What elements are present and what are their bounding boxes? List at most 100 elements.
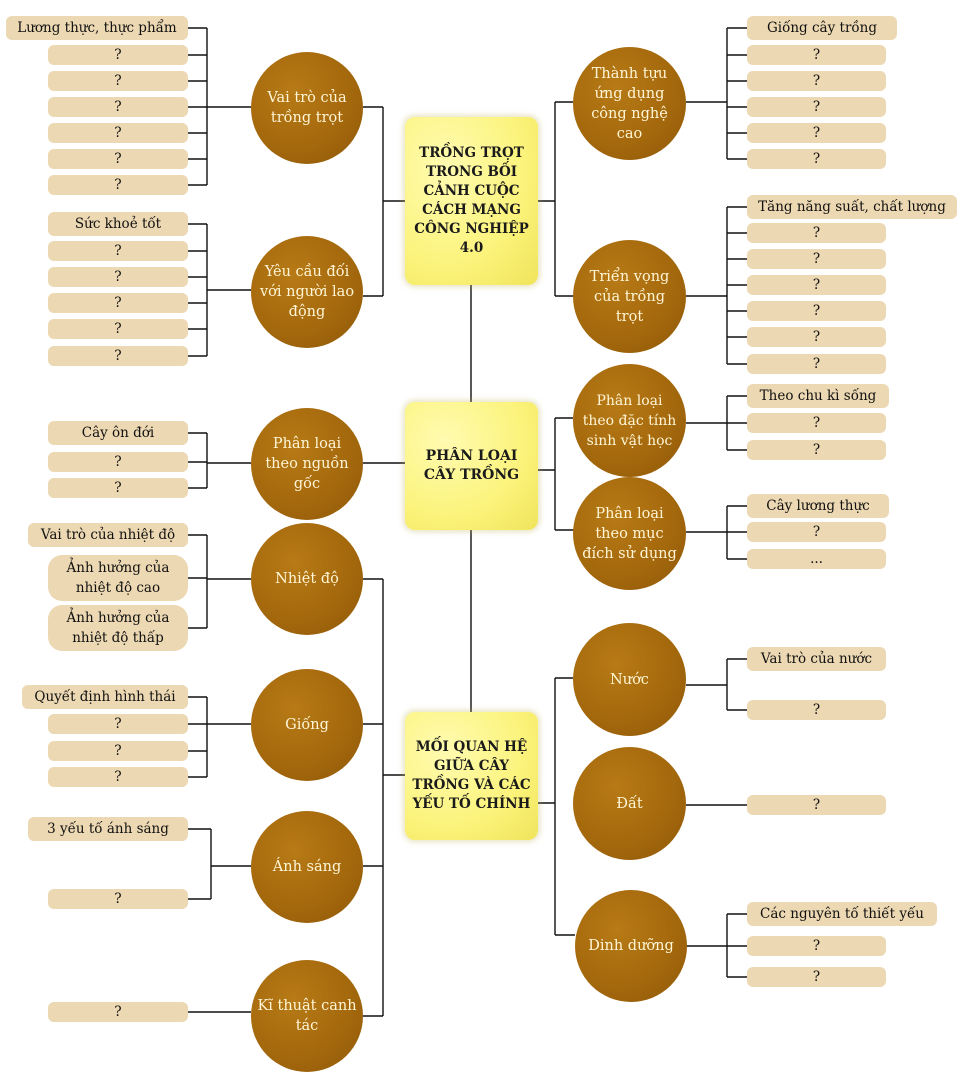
leaf-text: ? [812, 224, 821, 241]
leaf-text: ? [114, 347, 122, 364]
topic-prospects: Triển vọng của trồng trọt [573, 240, 686, 353]
topic-prospects-label: Triển vọng của trồng trọt [589, 268, 670, 325]
topic-by-origin-label: Phân loại theo nguồn gốc [265, 436, 349, 492]
leaf-text: Tăng năng suất, chất lượng [758, 198, 946, 215]
leaf-text: ? [812, 150, 821, 167]
topic-soil: Đất [573, 747, 686, 860]
leaf-text: ? [114, 98, 122, 115]
leaf-text: ? [114, 268, 122, 285]
leaf-role-5: ? [48, 123, 188, 143]
center-classification: PHÂN LOẠI CÂY TRỒNG [405, 402, 538, 530]
leaf-text: ? [812, 46, 821, 63]
topic-by-biology: Phân loại theo đặc tính sinh vật học [573, 364, 686, 477]
leaf-variety-4: ? [48, 767, 188, 787]
leaf-temperature-2: Ảnh hưởng của nhiệt độ cao [48, 555, 188, 601]
leaf-soil-1: ? [747, 795, 886, 815]
leaf-achievements-6: ? [747, 149, 886, 169]
center-crop-context: TRỒNG TRỌT TRONG BỐI CẢNH CUỘC CÁCH MẠNG… [405, 117, 538, 285]
leaf-biology-1: Theo chu kì sống [747, 384, 889, 408]
leaf-text: Ảnh hưởng của nhiệt độ thấp [66, 610, 170, 646]
leaf-worker-6: ? [48, 346, 188, 366]
topic-role-label: Vai trò của trồng trọt [267, 90, 347, 126]
leaf-biology-3: ? [747, 440, 886, 460]
leaf-role-1: Lương thực, thực phẩm [6, 16, 188, 40]
leaf-text: ? [812, 72, 821, 89]
leaf-prospects-3: ? [747, 249, 886, 269]
leaf-origin-3: ? [48, 478, 188, 498]
topic-by-purpose: Phân loại theo mục đích sử dụng [573, 477, 686, 590]
leaf-text: ? [114, 1003, 122, 1020]
leaf-text: ? [812, 523, 821, 540]
leaf-text: ? [812, 98, 821, 115]
leaf-origin-1: Cây ôn đới [48, 421, 188, 445]
leaf-text: ? [812, 250, 821, 267]
leaf-prospects-5: ? [747, 301, 886, 321]
leaf-text: ? [114, 72, 122, 89]
topic-achievements-label: Thành tựu ứng dụng công nghệ cao [591, 65, 668, 142]
leaf-text: ? [114, 479, 122, 496]
leaf-purpose-2: ? [747, 522, 886, 542]
leaf-text: ? [114, 124, 122, 141]
leaf-nutrition-3: ? [747, 967, 886, 987]
leaf-text: ? [812, 701, 821, 718]
leaf-text: Quyết định hình thái [34, 688, 176, 705]
leaf-worker-3: ? [48, 267, 188, 287]
center-relationship: MỐI QUAN HỆ GIỮA CÂY TRỒNG VÀ CÁC YẾU TỐ… [405, 712, 538, 840]
topic-worker-requirements-label: Yêu cầu đối với người lao động [259, 264, 355, 320]
leaf-text: ? [812, 796, 821, 813]
leaf-worker-2: ? [48, 241, 188, 261]
leaf-text: ? [114, 46, 122, 63]
leaf-text: ? [114, 453, 122, 470]
leaf-water-2: ? [747, 700, 886, 720]
leaf-text: ? [114, 320, 122, 337]
topic-light: Ánh sáng [251, 811, 363, 923]
leaf-text: 3 yếu tố ánh sáng [47, 820, 169, 837]
topic-by-origin: Phân loại theo nguồn gốc [251, 408, 363, 520]
leaf-technique-1: ? [48, 1002, 188, 1022]
leaf-prospects-2: ? [747, 223, 886, 243]
topic-soil-label: Đất [616, 795, 643, 812]
leaf-text: Theo chu kì sống [759, 387, 877, 404]
leaf-achievements-5: ? [747, 123, 886, 143]
leaf-achievements-2: ? [747, 45, 886, 65]
topic-technique-label: Kĩ thuật canh tác [257, 998, 357, 1034]
leaf-achievements-4: ? [747, 97, 886, 117]
leaf-biology-2: ? [747, 413, 886, 433]
leaf-prospects-1: Tăng năng suất, chất lượng [747, 195, 957, 219]
leaf-nutrition-2: ? [747, 936, 886, 956]
leaf-text: Các nguyên tố thiết yếu [760, 905, 924, 922]
leaf-text: ? [114, 742, 122, 759]
leaf-water-1: Vai trò của nước [747, 647, 886, 671]
leaf-text: ? [812, 355, 821, 372]
leaf-text: Cây ôn đới [81, 424, 155, 441]
leaf-role-2: ? [48, 45, 188, 65]
topic-nutrition: Dinh dưỡng [575, 890, 687, 1002]
topic-light-label: Ánh sáng [272, 859, 342, 875]
leaf-variety-2: ? [48, 714, 188, 734]
leaf-text: ? [114, 768, 122, 785]
leaf-text: ? [812, 968, 821, 985]
leaf-light-2: ? [48, 889, 188, 909]
leaf-text: ? [812, 414, 821, 431]
leaf-text: ? [812, 124, 821, 141]
topic-water-label: Nước [610, 671, 649, 688]
topic-variety: Giống [251, 669, 363, 781]
leaf-worker-1: Sức khoẻ tốt [48, 212, 188, 236]
leaf-text: Ảnh hưởng của nhiệt độ cao [66, 560, 170, 596]
topic-role: Vai trò của trồng trọt [251, 52, 363, 164]
leaf-text: Giống cây trồng [767, 19, 877, 36]
leaf-role-7: ? [48, 175, 188, 195]
leaf-variety-1: Quyết định hình thái [22, 685, 188, 709]
leaf-origin-2: ? [48, 452, 188, 472]
leaf-text: Lương thực, thực phẩm [17, 19, 177, 36]
leaf-text: ? [114, 294, 122, 311]
topic-nutrition-label: Dinh dưỡng [588, 938, 674, 954]
leaf-achievements-3: ? [747, 71, 886, 91]
leaf-variety-3: ? [48, 741, 188, 761]
leaf-prospects-6: ? [747, 327, 886, 347]
leaf-worker-5: ? [48, 319, 188, 339]
leaf-text: ? [812, 328, 821, 345]
center-relationship-label: MỐI QUAN HỆ GIỮA CÂY TRỒNG VÀ CÁC YẾU TỐ… [412, 739, 531, 812]
